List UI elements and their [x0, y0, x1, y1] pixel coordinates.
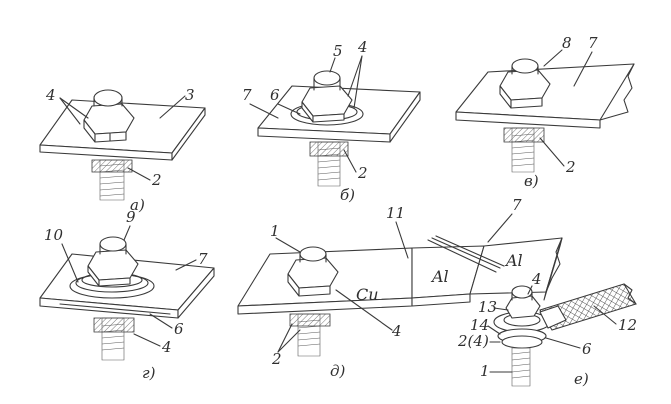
- label-4: 4: [357, 38, 368, 56]
- nut-hex: [87, 236, 139, 287]
- label-1: 1: [480, 362, 490, 380]
- label-4: 4: [391, 322, 402, 340]
- label-7: 7: [198, 250, 208, 268]
- caption-e: д): [330, 362, 346, 380]
- label-7: 7: [512, 196, 522, 214]
- caption-c: в): [524, 172, 539, 190]
- caption-a: а): [130, 196, 145, 214]
- label-6: 6: [270, 86, 280, 104]
- transition-plate: [411, 245, 485, 307]
- label-3: 3: [185, 86, 195, 104]
- label-2: 2: [151, 171, 162, 189]
- material-cu: Cu: [356, 285, 379, 304]
- nut-hex: [499, 58, 551, 109]
- panel-d: 9 10 7 6 4 г): [39, 208, 215, 382]
- panel-c: 8 7 2 в): [455, 34, 635, 190]
- caption-b: б): [340, 186, 355, 204]
- bolt-head-hex: [83, 89, 135, 143]
- label-11: 11: [386, 204, 405, 222]
- label-5: 5: [333, 42, 343, 60]
- nut-hex: [301, 70, 353, 123]
- label-12: 12: [618, 316, 637, 334]
- label-1: 1: [270, 222, 280, 240]
- label-4: 4: [45, 86, 56, 104]
- bolt-thread: [289, 313, 331, 357]
- washer-stack: [497, 328, 547, 349]
- caption-f: е): [574, 370, 589, 388]
- nut-hex: [505, 285, 541, 319]
- bolt-thread: [309, 141, 349, 187]
- label-6: 6: [582, 340, 592, 358]
- label-6: 6: [174, 320, 184, 338]
- busbar-plate: [455, 63, 635, 129]
- weld-seam: [427, 235, 505, 273]
- panel-b: 7 6 5 4 2 б): [242, 38, 421, 204]
- label-2: 2: [565, 158, 576, 176]
- label-2-4: 2(4): [457, 332, 489, 350]
- nut-hex: [287, 246, 339, 297]
- label-2: 2: [357, 164, 368, 182]
- busbar-plate: [257, 85, 421, 143]
- label-8: 8: [562, 34, 572, 52]
- label-10: 10: [44, 226, 64, 244]
- label-4: 4: [531, 270, 542, 288]
- label-9: 9: [126, 208, 136, 226]
- caption-d: г): [142, 364, 156, 382]
- panel-e: Cu Al Al 1 11 7 2 4 д): [237, 196, 563, 380]
- label-2: 2: [271, 350, 282, 368]
- panel-f: 13 4 14 2(4) 1 6 12 е): [457, 270, 637, 388]
- bolt-thread: [93, 317, 135, 361]
- label-7: 7: [242, 86, 252, 104]
- bolt-thread: [91, 159, 133, 201]
- material-al-1: Al: [430, 267, 449, 286]
- panel-a: 4 3 2 а): [39, 86, 206, 214]
- bolt-thread: [503, 127, 545, 173]
- label-7: 7: [588, 34, 598, 52]
- label-14: 14: [470, 316, 489, 334]
- label-13: 13: [478, 298, 497, 316]
- label-4: 4: [161, 338, 172, 356]
- bolt-thread: [511, 347, 531, 387]
- material-al-2: Al: [504, 251, 523, 270]
